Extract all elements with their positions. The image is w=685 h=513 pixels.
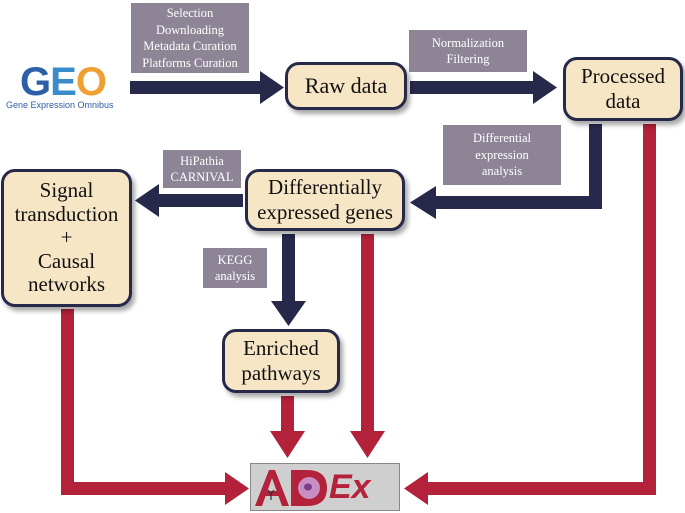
arrow-raw-to-processed bbox=[410, 71, 557, 104]
arrow-signal-to-adex bbox=[61, 309, 249, 505]
label-normalization: Normalization Filtering bbox=[409, 30, 527, 72]
label-kegg: KEGG analysis bbox=[203, 248, 267, 288]
adex-logo: Ex bbox=[250, 463, 400, 511]
arrow-processed-to-adex bbox=[404, 124, 656, 505]
label-selection: Selection Downloading Metadata Curation … bbox=[131, 3, 249, 73]
arrow-processed-to-deg bbox=[410, 124, 602, 219]
arrow-deg-to-enriched bbox=[271, 234, 306, 326]
arrow-enriched-to-adex bbox=[270, 396, 305, 458]
node-signal-transduction: Signal transduction + Causal networks bbox=[1, 169, 132, 307]
label-hipathia: HiPathia CARNIVAL bbox=[163, 150, 241, 188]
adex-logo-mark bbox=[255, 470, 327, 506]
arrow-deg-to-adex bbox=[350, 234, 385, 458]
node-processed-data: Processed data bbox=[563, 57, 683, 121]
node-raw-data: Raw data bbox=[285, 62, 407, 110]
arrow-deg-to-signal bbox=[135, 184, 243, 217]
geo-logo: GEO Gene Expression Omnibus bbox=[6, 60, 128, 116]
geo-logo-subtitle: Gene Expression Omnibus bbox=[6, 100, 114, 110]
node-enriched-pathways: Enriched pathways bbox=[222, 329, 340, 393]
arrow-geo-to-raw bbox=[130, 71, 284, 104]
geo-logo-word: GEO bbox=[20, 60, 107, 104]
label-differential: Differential expression analysis bbox=[443, 125, 561, 185]
node-differentially-expressed-genes: Differentially expressed genes bbox=[245, 169, 405, 231]
adex-logo-text: Ex bbox=[329, 468, 371, 506]
